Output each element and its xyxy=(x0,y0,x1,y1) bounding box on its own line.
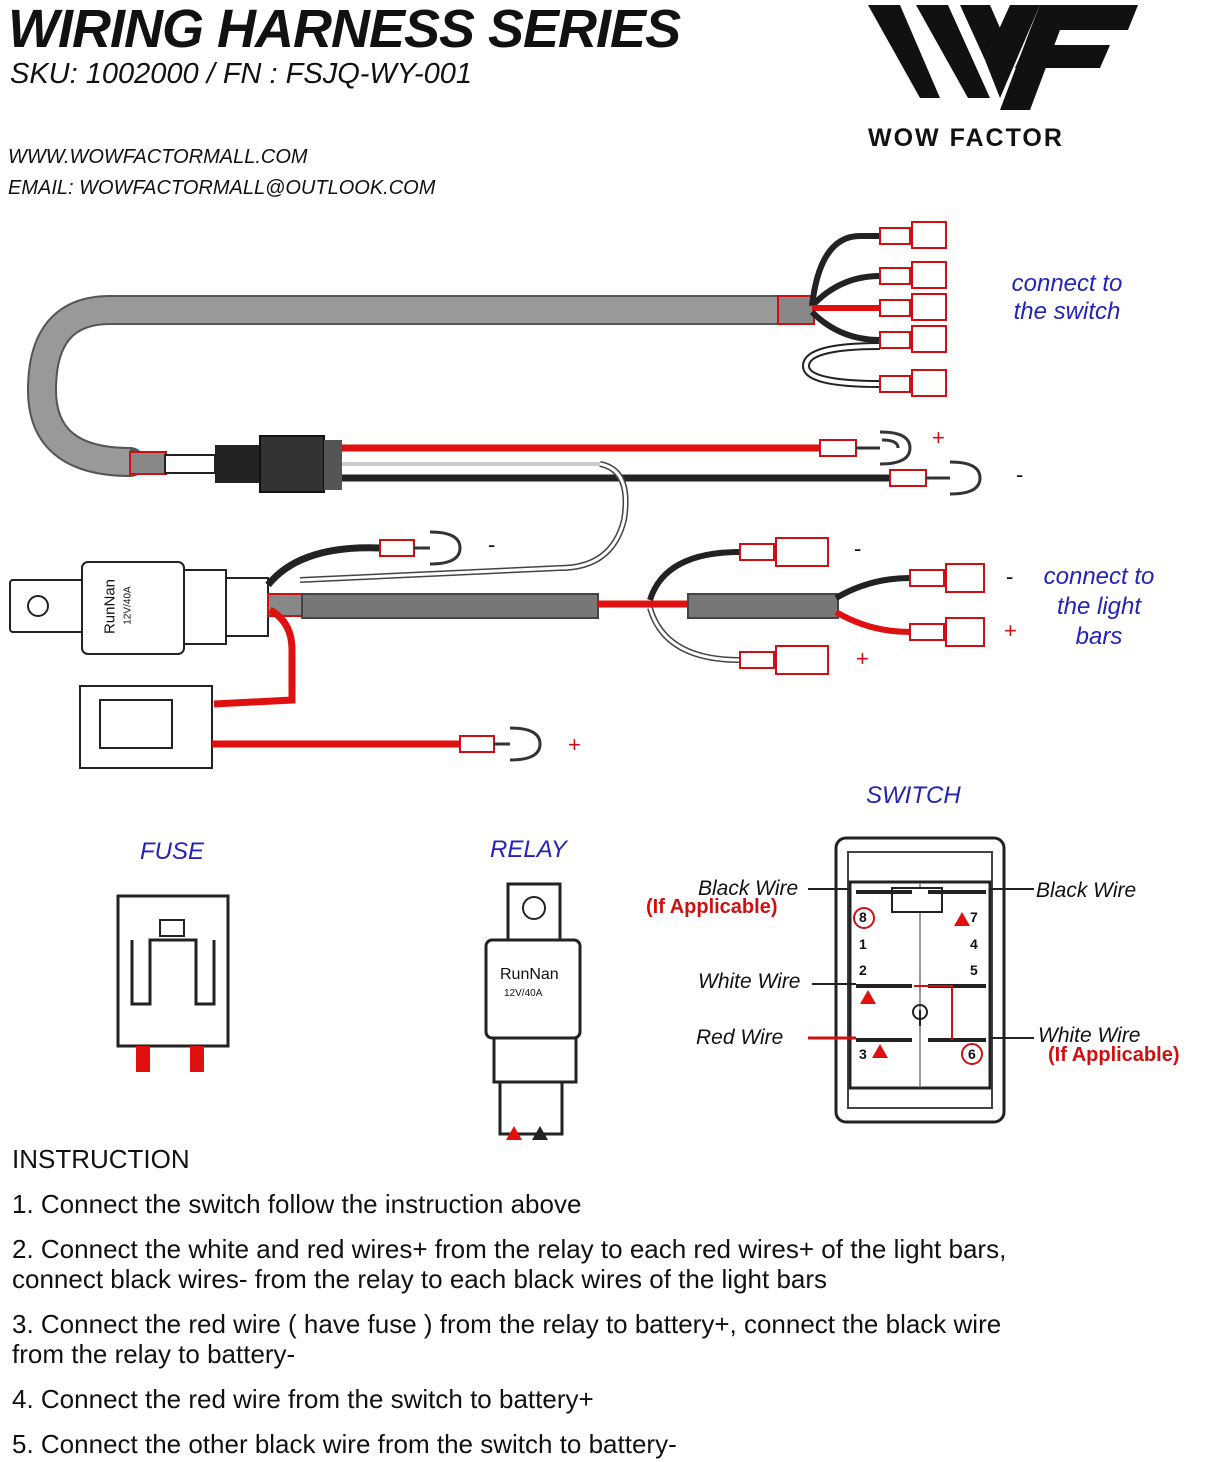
white-wire-left-label: White Wire xyxy=(698,970,801,993)
minus-sign: - xyxy=(1006,564,1014,589)
pin-1: 1 xyxy=(859,936,867,952)
switch-wires xyxy=(801,233,881,388)
relay-title: RELAY xyxy=(490,836,567,863)
white-wire-right-label: White Wire xyxy=(1038,1024,1141,1047)
connect-switch-line2: the switch xyxy=(1013,298,1121,325)
instruction-step-2a: 2. Connect the white and red wires+ from… xyxy=(12,1234,1007,1264)
plus-sign: + xyxy=(1004,618,1017,643)
relay-drawing xyxy=(484,882,582,1140)
relay-detail-rating: 12V/40A xyxy=(504,988,543,999)
instruction-step-5: 5. Connect the other black wire from the… xyxy=(12,1429,677,1459)
switch-title: SWITCH xyxy=(866,782,961,809)
connect-switch-label: connect to the switch xyxy=(1004,270,1130,326)
instruction-step-2b: connect black wires- from the relay to e… xyxy=(12,1264,828,1294)
if-applicable-left-label: (If Applicable) xyxy=(646,896,778,918)
connect-switch-line1: connect to xyxy=(1011,270,1123,297)
instruction-heading: INSTRUCTION xyxy=(12,1144,190,1174)
instruction-step-3a: 3. Connect the red wire ( have fuse ) fr… xyxy=(12,1309,1002,1339)
instruction-step-3b: from the relay to battery- xyxy=(12,1339,296,1369)
pin-8: 8 xyxy=(859,909,867,925)
page-title: WIRING HARNESS SERIES xyxy=(8,0,681,59)
instruction-step-1: 1. Connect the switch follow the instruc… xyxy=(12,1189,582,1219)
pin-6: 6 xyxy=(968,1046,976,1062)
instruction-step-4: 4. Connect the red wire from the switch … xyxy=(12,1384,594,1414)
pin-5: 5 xyxy=(970,962,978,978)
website-link[interactable]: WWW.WOWFACTORMALL.COM xyxy=(8,146,308,168)
red-wire-label: Red Wire xyxy=(696,1026,784,1049)
connect-lightbars-line1: connect to xyxy=(1043,563,1155,590)
plus-sign: + xyxy=(568,732,581,757)
pin-3: 3 xyxy=(859,1046,867,1062)
fuse-drawing xyxy=(116,894,230,1072)
brand-name: WOW FACTOR xyxy=(868,124,1064,152)
pin-7: 7 xyxy=(970,909,978,925)
minus-sign: - xyxy=(1016,462,1024,487)
connect-lightbars-line2: the light xyxy=(1056,593,1142,620)
if-applicable-right-label: (If Applicable) xyxy=(1048,1044,1180,1066)
minus-sign: - xyxy=(488,532,496,557)
pin-4: 4 xyxy=(970,936,978,952)
fuse-title: FUSE xyxy=(140,838,205,865)
relay-rating-label: 12V/40A xyxy=(122,586,134,625)
plus-sign: + xyxy=(856,646,869,671)
relay-detail-brand: RunNan xyxy=(500,966,559,983)
connect-lightbars-label: connect to the light bars xyxy=(1036,562,1162,652)
black-wire-right-label: Black Wire xyxy=(1036,879,1137,902)
switch-drawing xyxy=(808,836,1034,1124)
sku-line: SKU: 1002000 / FN : FSJQ-WY-001 xyxy=(10,58,473,90)
pin-2: 2 xyxy=(859,962,867,978)
black-wire-left-label: Black Wire xyxy=(698,877,799,900)
relay-brand-label: RunNan xyxy=(101,578,119,635)
switch-terminals xyxy=(879,221,947,397)
connect-lightbars-line3: bars xyxy=(1075,623,1123,650)
minus-sign: - xyxy=(854,536,862,561)
email-link[interactable]: EMAIL: WOWFACTORMALL@OUTLOOK.COM xyxy=(8,177,436,199)
plus-sign: + xyxy=(932,425,945,450)
